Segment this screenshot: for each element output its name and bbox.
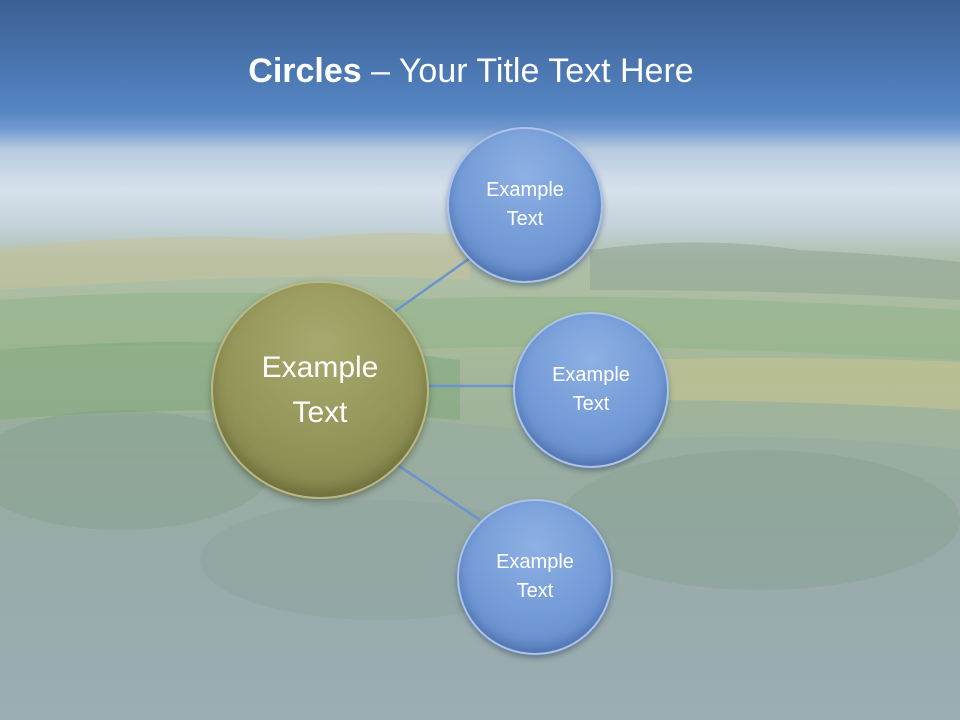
title-rest: – Your Title Text Here	[361, 52, 694, 90]
satellite-circle-top: Example Text	[447, 127, 603, 283]
satellite-circle-bottom: Example Text	[457, 499, 613, 655]
satellite-circle-middle: Example Text	[513, 312, 669, 468]
slide-title: Circles – Your Title Text Here	[0, 52, 942, 91]
connector-bottom	[395, 462, 481, 522]
center-circle: Example Text	[211, 281, 429, 499]
connector-top	[393, 256, 471, 314]
center-circle-label: Example Text	[261, 351, 379, 429]
title-bold: Circles	[248, 52, 362, 90]
satellite-label-top: Example Text	[486, 179, 564, 230]
satellite-label-bottom: Example Text	[496, 551, 574, 602]
satellite-label-middle: Example Text	[552, 364, 630, 415]
